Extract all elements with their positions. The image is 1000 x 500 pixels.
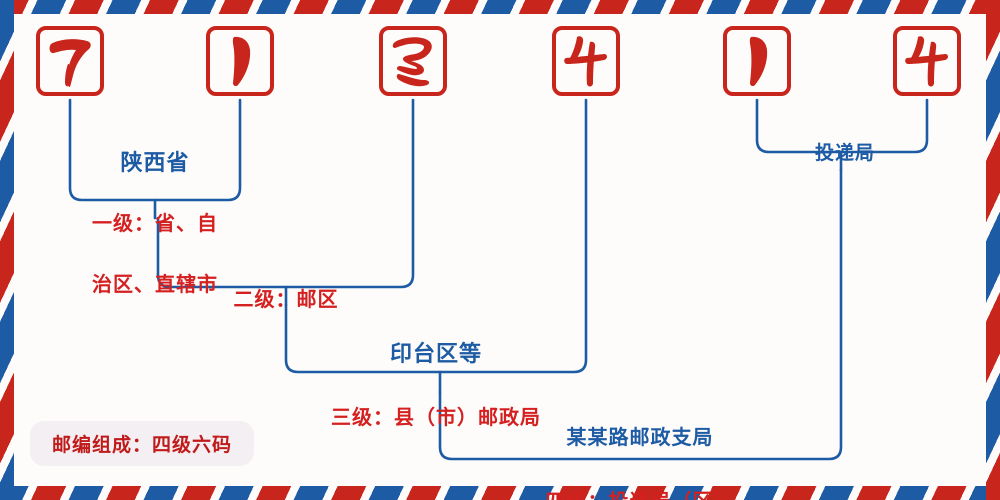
airmail-border-bottom (0, 486, 1000, 500)
digit-glyph-4b (897, 30, 957, 92)
digit-glyph-4a (556, 30, 616, 92)
digit-box-3[interactable] (379, 26, 447, 96)
delivery-title: 投递局 (814, 143, 875, 164)
level4-sub: 四级：投递局（区） (440, 488, 840, 500)
digit-box-4[interactable] (552, 26, 620, 96)
level2-label: 二级：邮区 (158, 252, 414, 349)
digit-box-2[interactable] (206, 26, 274, 96)
level1-label: 陕西省 一级：省、自 治区、直辖市 (60, 113, 250, 334)
digit-box-6[interactable] (893, 26, 961, 96)
level3-title: 印台区等 (389, 341, 482, 366)
airmail-border-left (0, 0, 14, 500)
digit-glyph-3 (383, 30, 443, 92)
digit-glyph-1b (727, 30, 787, 92)
digit-glyph-1 (210, 30, 270, 92)
level1-sub-line1: 一级：省、自 (92, 213, 218, 235)
digit-glyph-7 (40, 30, 100, 92)
level3-label: 印台区等 三级：县（市）邮政局 (286, 303, 586, 468)
delivery-label: 投递局 (755, 105, 935, 203)
level3-sub: 三级：县（市）邮政局 (331, 407, 541, 429)
level1-title: 陕西省 (120, 150, 190, 175)
digit-box-1[interactable] (36, 26, 104, 96)
airmail-border-top (0, 0, 1000, 14)
level4-title: 某某路邮政支局 (566, 427, 714, 449)
level4-label: 某某路邮政支局 四级：投递局（区） (440, 388, 840, 500)
level2-sub: 二级：邮区 (233, 289, 339, 311)
postcode-composition-badge: 邮编组成：四级六码 (30, 421, 255, 466)
airmail-border-right (986, 0, 1000, 500)
digit-box-5[interactable] (723, 26, 791, 96)
level1-sub-line2: 治区、直辖市 (92, 274, 218, 296)
